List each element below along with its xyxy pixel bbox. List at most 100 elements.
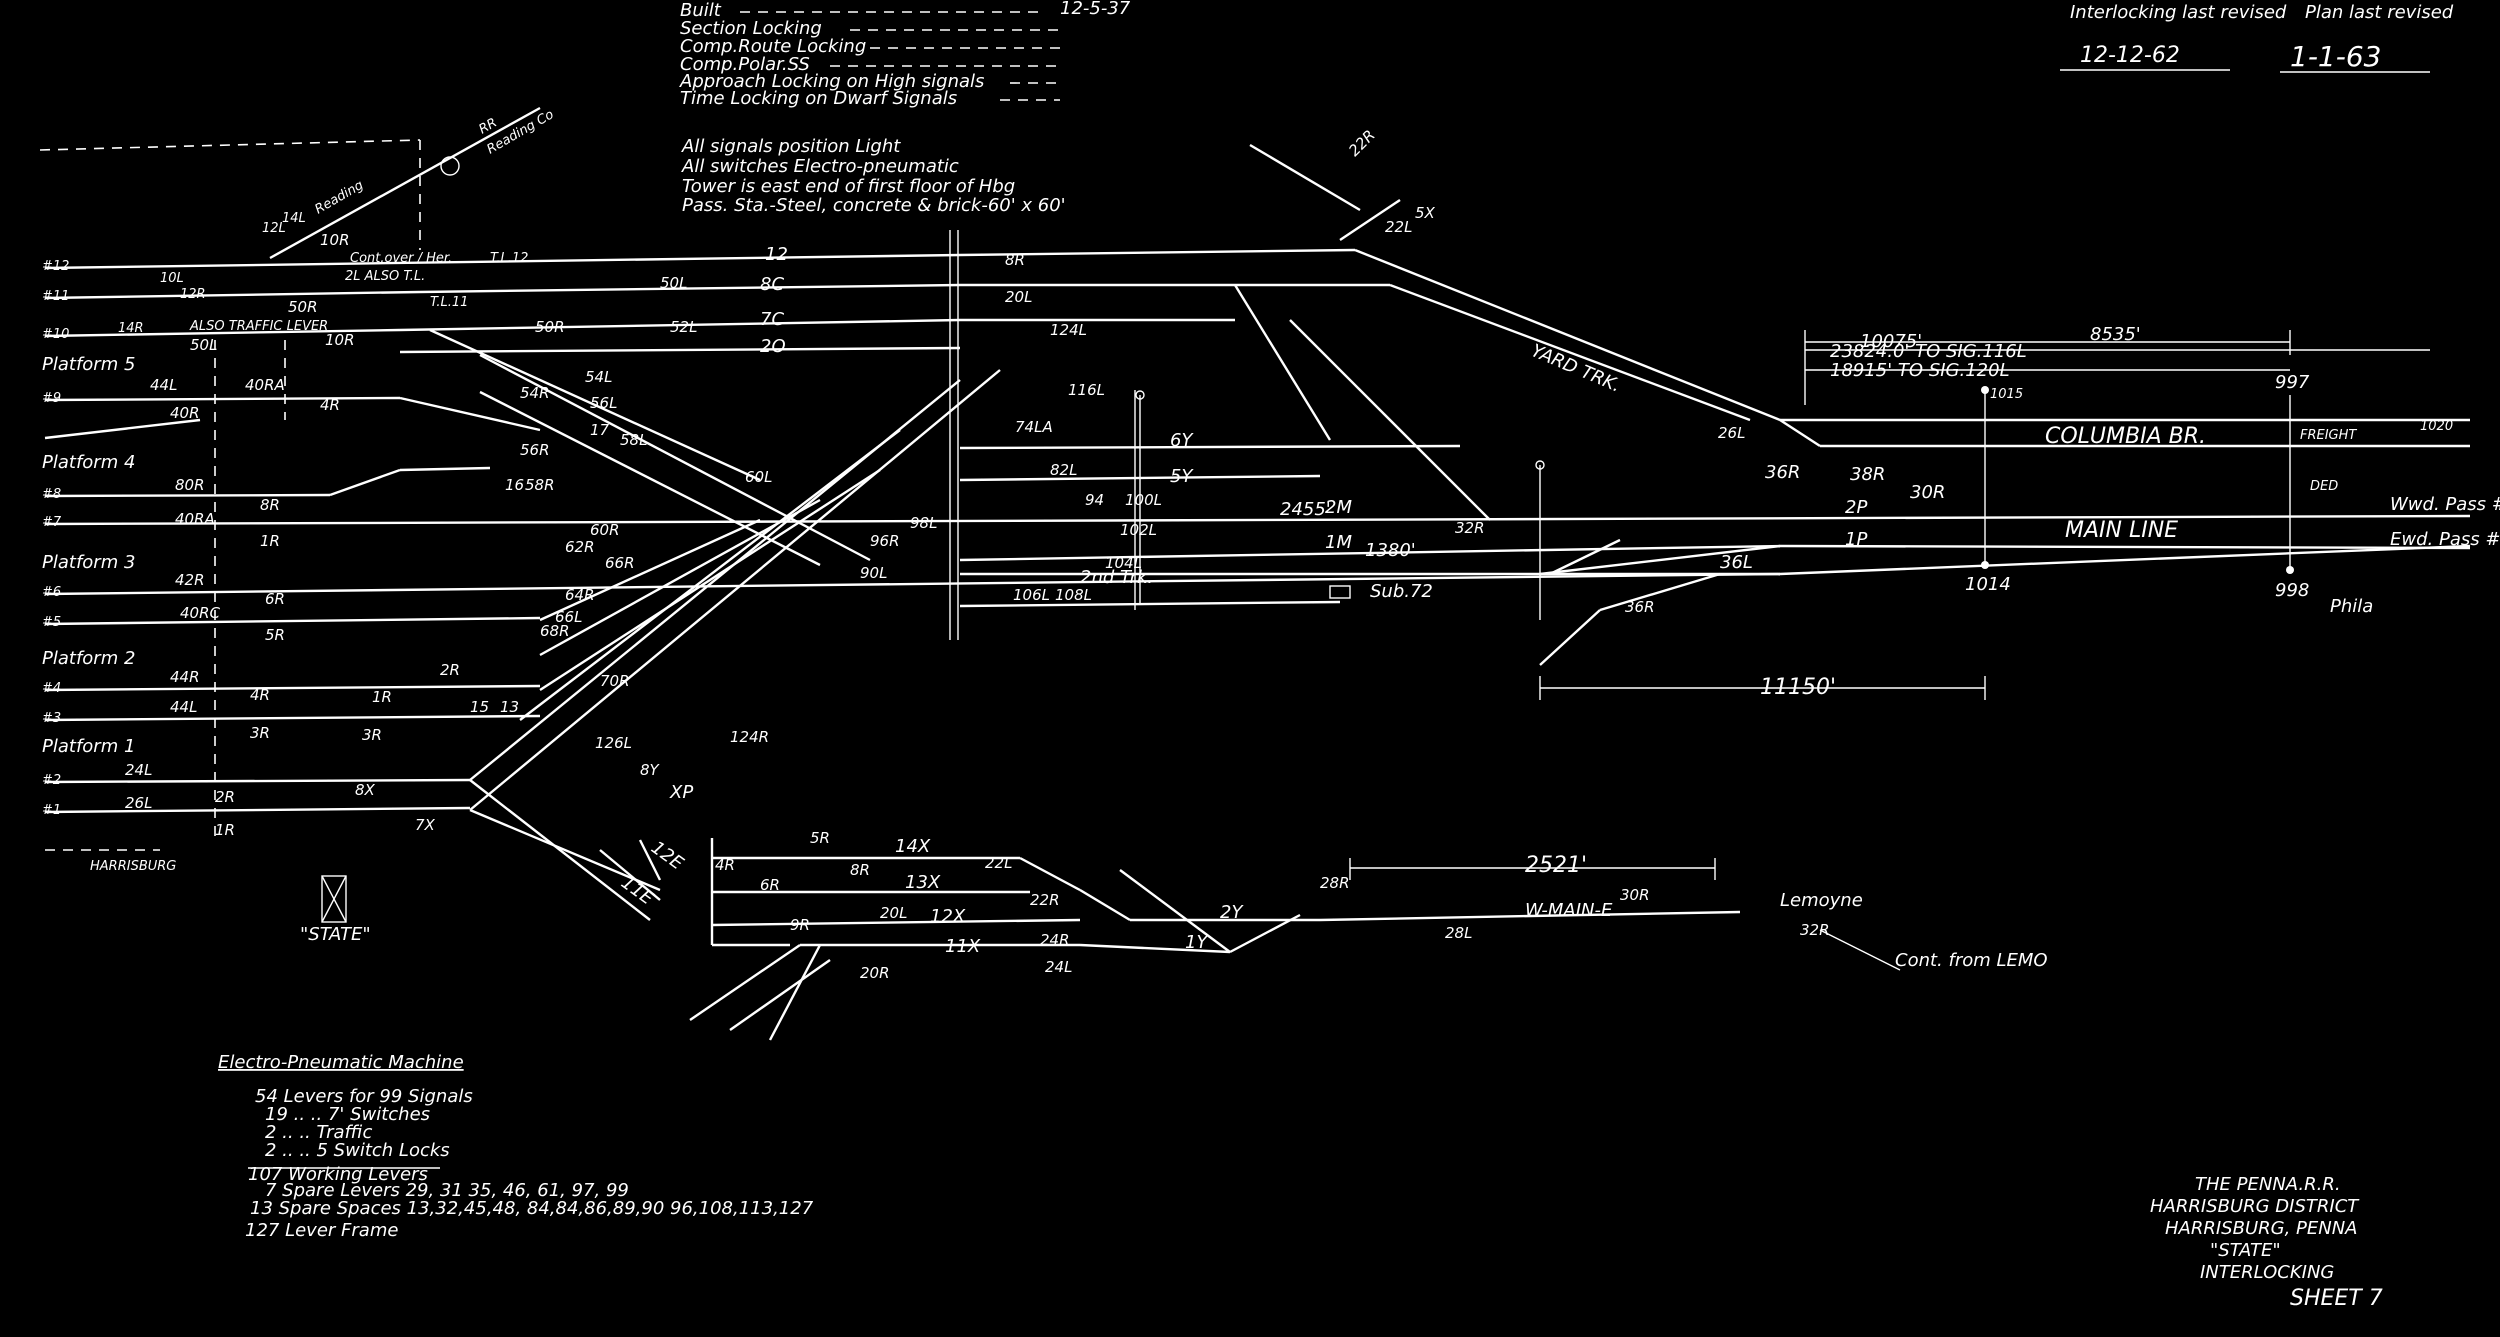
signal: 26L	[125, 794, 152, 812]
signal: 58L	[620, 431, 647, 449]
signal: 8Y	[640, 761, 661, 779]
signal: 124R	[730, 728, 769, 746]
signal: 66L	[555, 608, 582, 626]
sub-label: Sub.72	[1370, 581, 1433, 602]
signal: 8X	[355, 781, 376, 799]
interlocking-revised-label: Interlocking last revised	[2070, 2, 2287, 23]
track-id: 17	[590, 421, 610, 439]
revision-block: Interlocking last revised 12-12-62 Plan …	[2060, 2, 2454, 73]
signal: 36L	[1720, 552, 1753, 573]
signal: 50L	[190, 336, 217, 354]
signal: 3R	[250, 724, 270, 742]
signal: 108L	[1055, 586, 1092, 604]
ded-label: DED	[2310, 479, 2338, 494]
signal: 4R	[250, 686, 270, 704]
signal: 12R	[180, 287, 206, 302]
machine-line: 7 Spare Levers 29, 31 35, 46, 61, 97, 99	[265, 1180, 629, 1201]
note-line: Tower is east end of first floor of Hbg	[682, 176, 1015, 197]
signal: 8R	[850, 861, 870, 879]
signal: 22R	[1345, 126, 1379, 160]
interlocking-revised-date: 12-12-62	[2080, 43, 2180, 68]
signal: 28R	[1320, 874, 1350, 892]
track-id: 12X	[930, 906, 966, 927]
machine-line: 107 Working Levers	[248, 1164, 428, 1185]
signal: 42R	[175, 571, 205, 589]
also-tl: 2L ALSO T.L.	[345, 269, 425, 284]
note-line: All signals position Light	[681, 136, 901, 157]
signal: 8R	[260, 496, 280, 514]
signal: 70R	[600, 672, 630, 690]
note-item: Comp.Route Locking	[680, 36, 866, 57]
signal: 62R	[565, 538, 595, 556]
signal: 102L	[1120, 521, 1157, 539]
signal: 100L	[1125, 491, 1162, 509]
track-label: #10	[42, 327, 69, 342]
machine-line: 54 Levers for 99 Signals	[255, 1086, 473, 1107]
w-main-label: W-MAIN-E	[1525, 900, 1613, 921]
platform-label: Platform 2	[42, 648, 135, 669]
signal: 54R	[520, 384, 550, 402]
signal: 8R	[1005, 251, 1025, 269]
signal: 3R	[362, 726, 382, 744]
signal: 32R	[1800, 921, 1830, 939]
signal: 80R	[175, 476, 205, 494]
signal: 30R	[1910, 482, 1945, 503]
signal: 98L	[910, 514, 937, 532]
track-id: 11E	[617, 872, 658, 910]
signal: 22L	[985, 854, 1012, 872]
signal: 50R	[288, 298, 318, 316]
signal: 5R	[810, 829, 830, 847]
signal: 40RA	[245, 376, 285, 394]
second-trk-label: 2nd Trk.	[1080, 567, 1153, 588]
signal: 24R	[1040, 931, 1070, 949]
signal: 10R	[320, 231, 350, 249]
signal: 10R	[325, 331, 355, 349]
track-label: #5	[42, 615, 61, 630]
station-tracks: #12 #11 #10 Platform 5 #9 Platform 4 #8 …	[42, 253, 2471, 874]
distance-label: 10075'	[1860, 331, 1922, 352]
mast-number: 1020	[2420, 419, 2453, 434]
note-item: Approach Locking on High signals	[679, 71, 984, 92]
title-line: SHEET 7	[2290, 1286, 2383, 1311]
machine-line: 127 Lever Frame	[245, 1220, 398, 1241]
signal: 56L	[590, 394, 617, 412]
distance-label: 2521'	[1525, 853, 1587, 878]
track-id: XP	[669, 782, 693, 803]
signal: 50R	[535, 318, 565, 336]
machine-notes: Electro-Pneumatic Machine 54 Levers for …	[218, 1052, 814, 1241]
track-id: 6Y	[1170, 430, 1194, 451]
built-date: 12-5-37	[1060, 0, 1131, 19]
signal: 104L	[1105, 554, 1142, 572]
lemoyne-label: Lemoyne	[1780, 890, 1863, 911]
reading-label: Reading	[313, 178, 367, 218]
plan-revised-label: Plan last revised	[2305, 2, 2454, 23]
track-id: 1M	[1325, 532, 1352, 553]
track-id: 15	[470, 698, 489, 716]
distance-label: 11150'	[1760, 675, 1836, 700]
track-label: #4	[42, 681, 61, 696]
track-id: 12	[765, 244, 788, 265]
track-id: 13	[500, 698, 519, 716]
main-tracks: YARD TRK. COLUMBIA BR. MAIN LINE FREIGHT…	[189, 143, 2500, 666]
signal: 2R	[215, 788, 235, 806]
signal: 14R	[118, 321, 144, 336]
track-id: 14X	[895, 836, 931, 857]
note-line: Pass. Sta.-Steel, concrete & brick-60' x…	[682, 195, 1066, 216]
also-traffic: ALSO TRAFFIC LEVER	[189, 319, 328, 334]
track-id: 16	[505, 476, 524, 494]
ewd-pass-label: Ewd. Pass #1	[2390, 529, 2500, 550]
trl-11: T.L.11	[430, 295, 468, 310]
signal: 20L	[880, 904, 907, 922]
track-id: 5Y	[1170, 466, 1194, 487]
track-label: #7	[42, 515, 62, 530]
cont-over: Cont.over / Her.	[350, 251, 452, 266]
track-id: 13X	[905, 872, 941, 893]
signal: 90L	[860, 564, 887, 582]
machine-line: 13 Spare Spaces 13,32,45,48, 84,84,86,89…	[250, 1198, 814, 1219]
signal: 7X	[415, 816, 436, 834]
signal-labels: 10R 10L 12R 12L 14R 14L 50L 50R 52L 54R …	[118, 211, 1830, 982]
signal: 40R	[170, 404, 200, 422]
signal: 74LA	[1015, 418, 1053, 436]
signal: 6R	[265, 590, 285, 608]
